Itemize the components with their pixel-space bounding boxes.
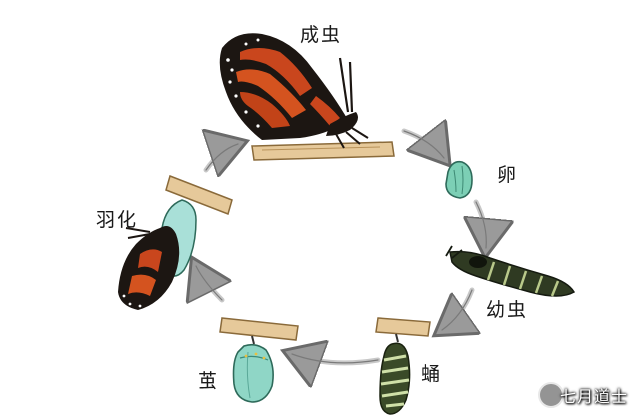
egg bbox=[445, 160, 473, 199]
adult-butterfly bbox=[219, 33, 395, 161]
arrow-larva-to-pupa bbox=[442, 287, 472, 330]
label-adult: 成虫 bbox=[300, 24, 343, 46]
larva-caterpillar bbox=[445, 245, 576, 297]
pupa-twig bbox=[375, 317, 431, 337]
arrow-emergence-to-adult bbox=[206, 144, 238, 170]
adult-antenna bbox=[338, 57, 354, 113]
label-pupa: 蛹 bbox=[421, 363, 443, 385]
emergence-twig bbox=[165, 175, 233, 215]
cocoon bbox=[219, 317, 299, 403]
label-larva: 幼虫 bbox=[486, 299, 529, 321]
arrow-cocoon-to-emergence bbox=[196, 266, 222, 300]
cocoon-twig bbox=[219, 317, 299, 341]
adult-twig bbox=[251, 141, 395, 161]
watermark-text: 七月道士 bbox=[560, 387, 629, 406]
adult-body bbox=[326, 112, 358, 136]
label-cocoon: 茧 bbox=[198, 370, 220, 392]
emerging-butterfly bbox=[118, 175, 233, 310]
arrow-adult-to-egg bbox=[401, 131, 444, 158]
pupa bbox=[375, 317, 431, 415]
label-emergence: 羽化 bbox=[96, 209, 139, 231]
watermark-badge-icon bbox=[538, 382, 564, 408]
label-egg: 卵 bbox=[497, 164, 519, 186]
